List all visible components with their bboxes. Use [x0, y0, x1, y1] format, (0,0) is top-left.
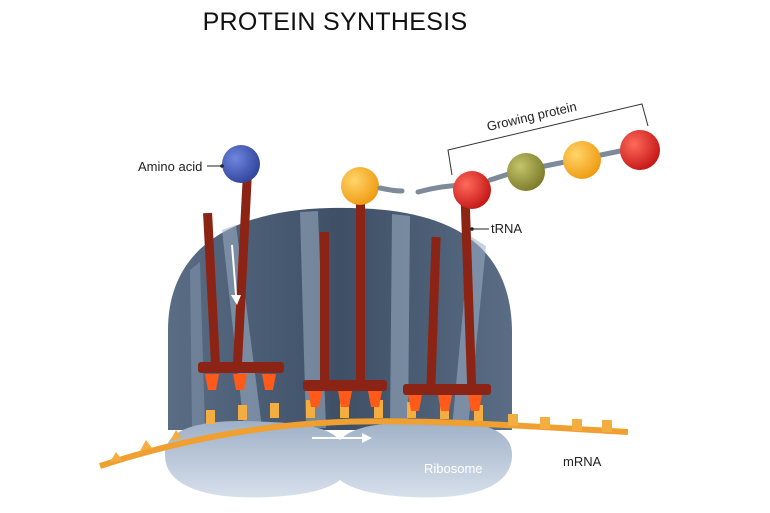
ribosome-large-subunit [168, 207, 512, 430]
trna-entering [198, 169, 284, 390]
growing-protein-chain [415, 130, 660, 209]
trna-entry-arrow [231, 244, 241, 305]
trna-middle [303, 202, 387, 407]
amino-acid-red-2 [620, 130, 660, 170]
page-title: PROTEIN SYNTHESIS [202, 8, 468, 36]
mrna-direction-arrow [312, 433, 372, 443]
amino-acid-olive [507, 153, 545, 191]
amino-acid-blue [222, 145, 260, 183]
ribosome-small-subunit [165, 420, 512, 498]
mrna-label: mRNA [563, 454, 602, 469]
trna-label: tRNA [491, 221, 522, 236]
amino-acid-label: Amino acid [138, 159, 202, 174]
ribosome-label: Ribosome [424, 461, 483, 476]
growing-protein-bracket [447, 103, 649, 176]
amino-acid-yellow [341, 167, 379, 205]
amino-acid-red-1 [453, 171, 491, 209]
amino-acid-yellow-2 [563, 141, 601, 179]
peptide-link [377, 185, 405, 194]
growing-protein-label: Growing protein [485, 99, 578, 134]
trna-right [403, 204, 491, 411]
